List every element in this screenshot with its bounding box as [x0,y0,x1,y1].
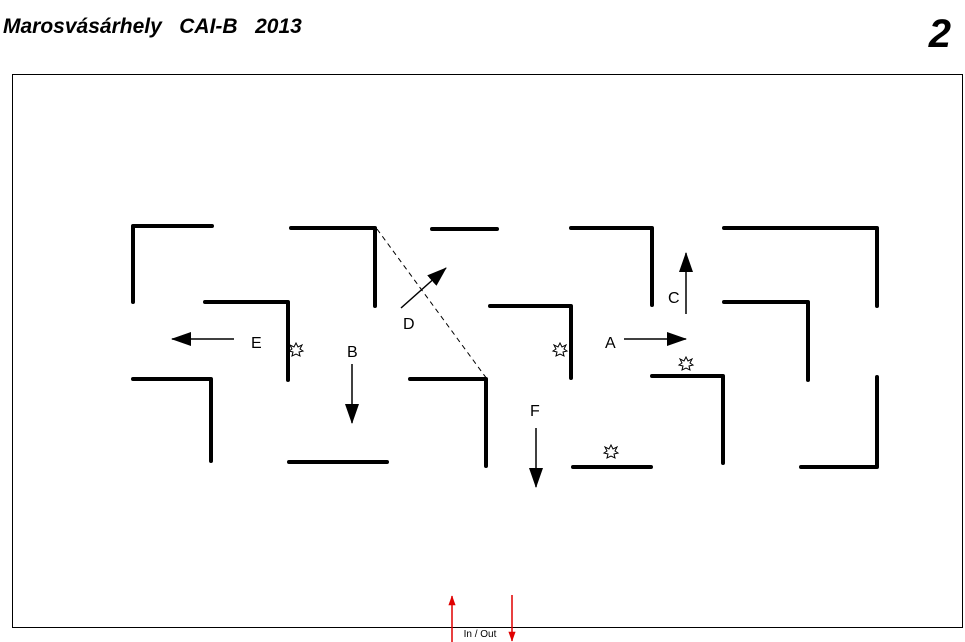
entrance-label: In / Out [464,629,497,640]
label-c: C [668,290,680,307]
wall [722,226,879,308]
page-number: 2 [928,12,951,56]
label-b: B [347,344,358,361]
star-icon [552,342,568,357]
wall [650,374,725,465]
direction-arrows [171,252,693,488]
wall [722,300,810,382]
wall [569,226,654,307]
wall [488,304,573,380]
star-icon [288,342,304,357]
label-d: D [403,316,415,333]
wall [131,377,213,463]
arrow-d [400,267,447,309]
wall [289,226,377,308]
entrance-arrows [448,595,516,642]
label-a: A [605,335,616,352]
walls [131,224,879,469]
star-icon [603,444,619,459]
dashed-line [376,228,488,380]
page-title: Marosvásárhely CAI-B 2013 [3,15,302,38]
label-f: F [530,403,540,420]
wall [408,377,488,468]
field-border [12,74,963,628]
star-icon [678,356,694,371]
label-e: E [251,335,262,352]
wall [203,300,290,382]
wall [799,375,879,469]
wall [131,224,214,304]
